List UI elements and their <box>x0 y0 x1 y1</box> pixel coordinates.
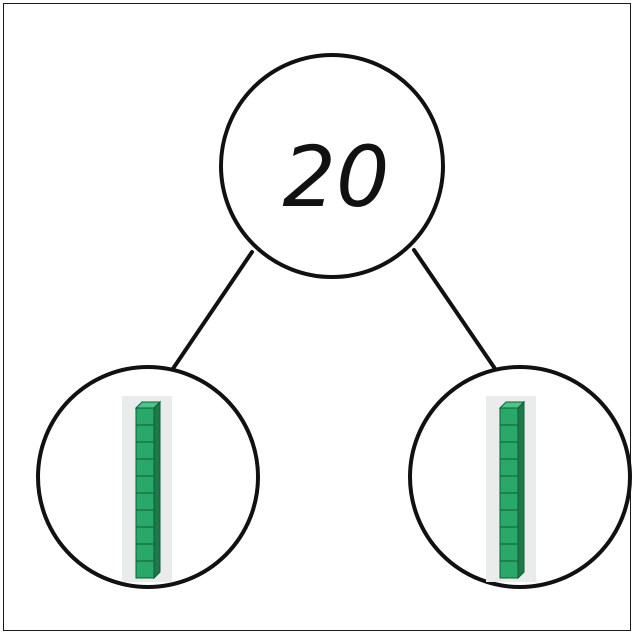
unit-cube <box>135 543 155 562</box>
unit-cube <box>135 509 155 528</box>
unit-cube <box>499 458 519 477</box>
connector-left <box>166 250 254 378</box>
unit-cube <box>135 424 155 443</box>
unit-cube <box>135 526 155 545</box>
unit-cube <box>135 407 155 426</box>
unit-cube <box>499 526 519 545</box>
unit-cube <box>499 475 519 494</box>
rod-side-face <box>517 400 525 580</box>
whole-circle <box>219 53 445 279</box>
unit-cube <box>499 441 519 460</box>
unit-cube <box>499 407 519 426</box>
ten-rod-left <box>122 396 172 582</box>
unit-cube <box>499 424 519 443</box>
unit-cube <box>135 441 155 460</box>
unit-cube <box>499 492 519 511</box>
unit-cube <box>135 475 155 494</box>
unit-cube <box>135 492 155 511</box>
unit-cube <box>499 509 519 528</box>
ten-rod-right <box>486 396 536 582</box>
whole-value: 20 <box>283 128 390 226</box>
unit-cube <box>499 560 519 579</box>
unit-cube <box>135 560 155 579</box>
rod-side-face <box>153 400 161 580</box>
unit-cube <box>499 543 519 562</box>
connector-right <box>412 248 502 378</box>
unit-cube <box>135 458 155 477</box>
